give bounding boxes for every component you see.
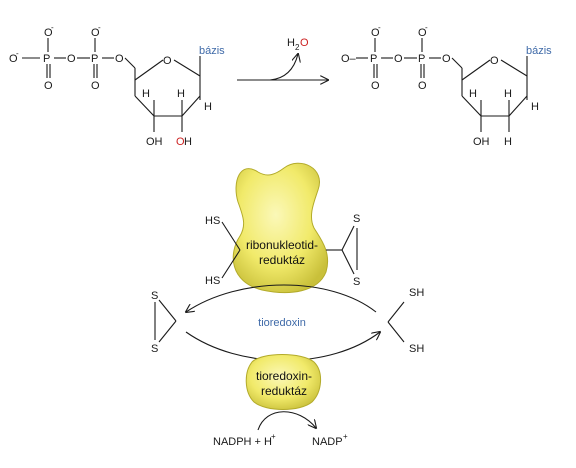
right-p1-bottom-oxygen: O: [371, 80, 380, 92]
right-p1-top-charge: -: [378, 23, 381, 32]
cofactor-arrow: [257, 411, 316, 431]
thioredoxin-reductase: tioredoxin- reduktáz: [245, 354, 321, 410]
right-p2-top-charge: -: [425, 23, 428, 32]
left-p1-top-oxygen: O: [44, 27, 53, 39]
left-ester-oxygen: O: [115, 53, 124, 65]
right-molecule: O– O - P O O O - P O O O bázis H H: [341, 23, 552, 148]
right-h-c1: H: [531, 101, 539, 113]
right-base-label: bázis: [526, 45, 552, 57]
right-phosphorus-2: P: [418, 53, 425, 65]
enzyme-disulfide-top: S: [353, 213, 360, 225]
left-molecule: O - O - P O O - O P O O O bázis: [9, 23, 225, 148]
right-ester-oxygen: O: [442, 53, 451, 65]
enzyme-disulfide-bottom: S: [353, 276, 360, 288]
left-terminal-oxygen: O: [9, 53, 18, 65]
left-p2-top-oxygen: O: [91, 27, 100, 39]
nadph-label: NADPH + H: [213, 436, 272, 448]
enzyme-thiol-bottom: HS: [205, 275, 220, 287]
nadp-charge: +: [343, 432, 348, 441]
left-3-hydroxyl: OH: [146, 136, 163, 148]
left-p1-top-charge: -: [51, 23, 54, 32]
right-3-hydroxyl: OH: [473, 136, 490, 148]
left-phosphorus-2: P: [91, 53, 98, 65]
cycle-thiol-bottom: SH: [409, 343, 424, 355]
left-h-c2: H: [177, 88, 185, 100]
water-subscript: 2: [295, 43, 300, 52]
oxidation-arrow: [186, 284, 377, 312]
left-base-label: bázis: [199, 45, 225, 57]
right-p2-bottom-oxygen: O: [418, 80, 427, 92]
left-h-c1: H: [204, 101, 212, 113]
right-phosphorus-1: P: [370, 53, 377, 65]
right-bridge-oxygen: O: [394, 53, 403, 65]
enzyme-thiol-top: HS: [205, 215, 220, 227]
left-phosphorus-1: P: [43, 53, 50, 65]
left-p2-top-charge: -: [98, 23, 101, 32]
left-ring-oxygen: O: [163, 55, 172, 67]
enzyme-blob: [232, 162, 328, 293]
right-p2-top-oxygen: O: [418, 27, 427, 39]
nadph-charge: +: [271, 432, 276, 441]
left-bridge-oxygen: O: [67, 53, 76, 65]
reductase-label-line2: reduktáz: [261, 384, 307, 398]
left-p1-bottom-oxygen: O: [44, 80, 53, 92]
water-oxygen: O: [300, 37, 309, 49]
reaction-arrow-group: H 2 O: [237, 37, 328, 80]
reductase-blob: [245, 354, 321, 410]
enzyme-label-line1: ribonukleotid-: [246, 238, 318, 252]
right-h-c4: H: [469, 88, 477, 100]
left-2-hydroxyl-oxygen: O: [176, 136, 185, 148]
ribonucleotide-reductase: ribonukleotid- reduktáz HS HS S S: [205, 162, 360, 293]
right-p1-top-oxygen: O: [371, 27, 380, 39]
left-h-c4: H: [142, 88, 150, 100]
nadp-label: NADP: [312, 436, 343, 448]
left-2-hydroxyl-hydrogen: H: [184, 136, 192, 148]
right-terminal-oxygen: O–: [341, 53, 357, 65]
thioredoxin-label: tioredoxin: [258, 317, 306, 329]
thioredoxin-cycle: S S SH SH tioredoxin: [151, 284, 424, 361]
cycle-disulfide-top: S: [151, 290, 158, 302]
water-hydrogen: H: [287, 37, 295, 49]
cofactor-group: NADPH + H + NADP +: [213, 411, 348, 448]
right-h-c2-top: H: [504, 88, 512, 100]
right-h-c2-bottom: H: [504, 136, 512, 148]
water-release-arrow: [269, 54, 298, 81]
left-terminal-charge: -: [16, 49, 19, 58]
enzyme-label-line2: reduktáz: [259, 253, 305, 267]
right-ring-oxygen: O: [490, 55, 499, 67]
left-p2-bottom-oxygen: O: [91, 80, 100, 92]
cycle-disulfide-bottom: S: [151, 343, 158, 355]
reductase-label-line1: tioredoxin-: [256, 369, 312, 383]
cycle-thiol-top: SH: [409, 287, 424, 299]
